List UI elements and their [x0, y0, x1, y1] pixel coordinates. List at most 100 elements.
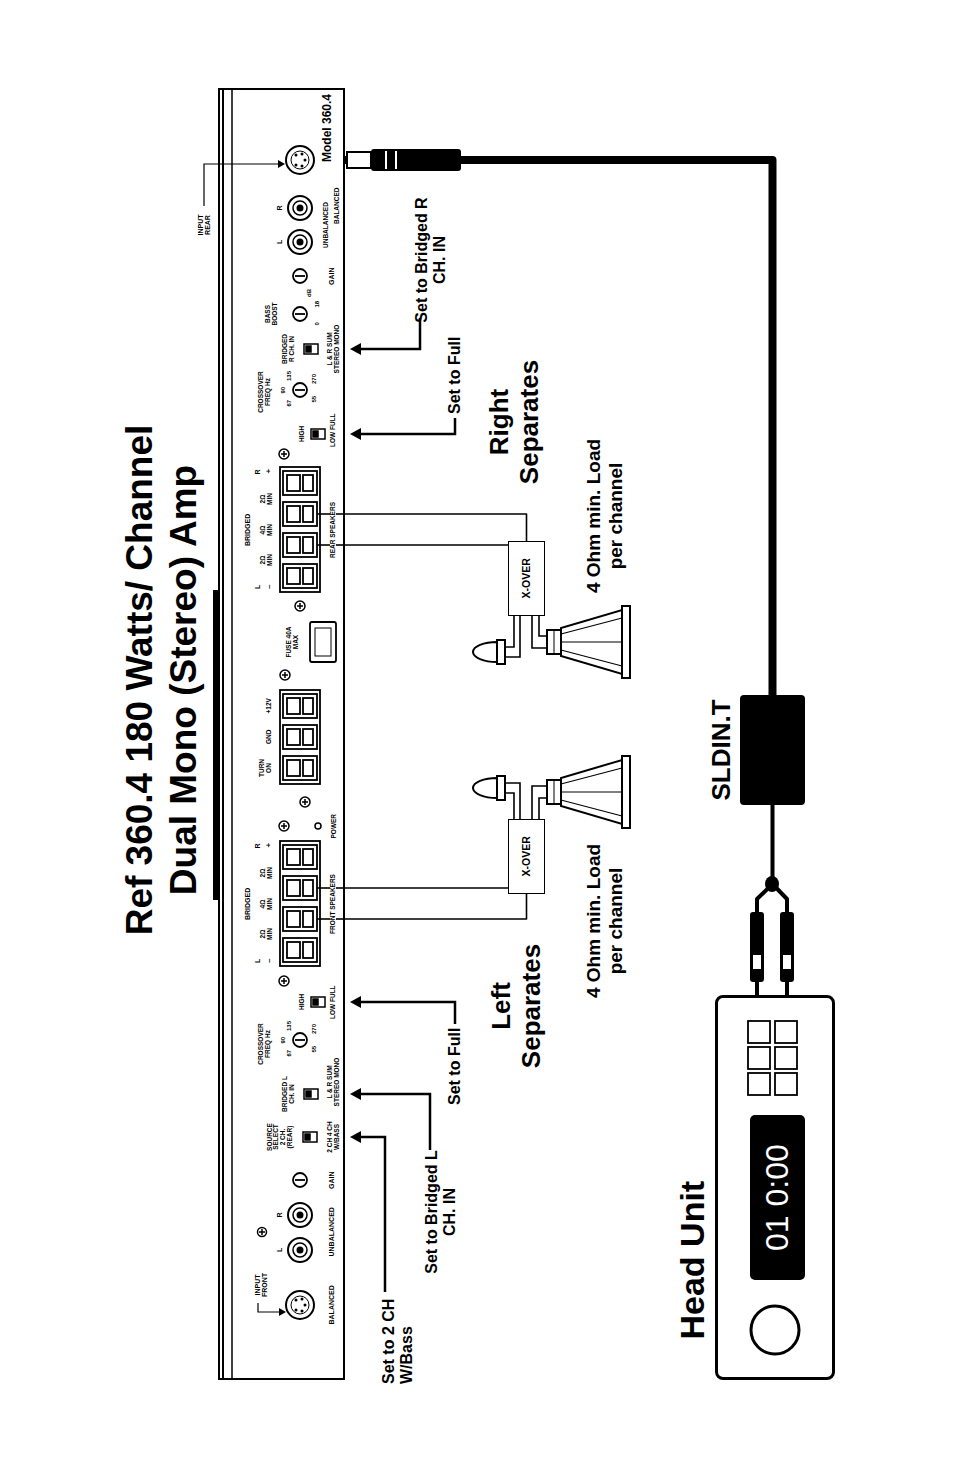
- panel-label: BRIDGED: [244, 888, 251, 920]
- panel-label: 2 CH 4 CH W/BASS: [327, 1117, 341, 1157]
- screw: [280, 670, 290, 680]
- speaker-wire: [345, 514, 527, 545]
- panel-label: 90: [280, 387, 286, 394]
- panel-label: –: [265, 585, 273, 589]
- panel-label: GAIN: [328, 1172, 335, 1190]
- panel-label: 55: [311, 396, 317, 403]
- panel-label: L: [276, 1248, 283, 1252]
- leader-arrow: [358, 318, 455, 1292]
- panel-label: POWER: [331, 814, 338, 839]
- potentiometer: [295, 275, 305, 277]
- panel-label: LOW FULL: [330, 413, 337, 447]
- woofer-symbol: [547, 780, 561, 804]
- panel-label: BASS BOOST: [265, 301, 279, 327]
- speaker-wire: [532, 786, 547, 819]
- speaker-terminal-block: [287, 568, 300, 584]
- rca-plug: [750, 912, 794, 995]
- panel-label: UNBALANCED: [323, 202, 330, 248]
- panel-label: R: [276, 1212, 283, 1217]
- screw: [282, 672, 288, 678]
- panel-label: R: [254, 843, 261, 848]
- rca-plug: [785, 981, 789, 995]
- speaker-terminal-block: [303, 880, 313, 896]
- din-pin: [301, 1310, 304, 1313]
- leader-arrow: [358, 418, 455, 434]
- head-unit: Head Unit01 0:00: [715, 995, 835, 1380]
- slide-switch: [311, 997, 325, 1007]
- woofer-symbol: [561, 768, 622, 816]
- speaker-wire: [532, 616, 547, 648]
- amplifier-housing: Model 360.4: [218, 88, 345, 1380]
- panel-label: CROSSOVER FREQ Hz: [258, 370, 272, 414]
- din-jack: [291, 151, 309, 169]
- cable-junction: [765, 876, 779, 892]
- housing-rail: [222, 88, 224, 1380]
- panel-label: 135: [286, 371, 292, 381]
- input-bracket: [258, 1303, 280, 1312]
- rca-plug: [755, 981, 759, 995]
- display-panel: 01 0:00: [750, 1115, 805, 1280]
- preset-button: [748, 1021, 797, 1095]
- speaker-terminal-block: [303, 942, 313, 958]
- preset-button: [748, 1073, 770, 1095]
- panel-label: BRIDGED R CH. IN: [282, 331, 296, 367]
- rca-jack: [298, 1213, 303, 1218]
- power-terminal-block: [287, 760, 300, 776]
- din-jack: [291, 1296, 309, 1314]
- rca-jack: [288, 1203, 312, 1227]
- leader-arrowhead: [350, 1131, 361, 1143]
- screw: [259, 1229, 265, 1235]
- screw: [300, 797, 310, 807]
- panel-label: +: [265, 843, 273, 848]
- screw: [302, 799, 308, 805]
- panel-label: 2Ω MIN: [260, 927, 274, 941]
- din-jack: [286, 1291, 314, 1319]
- leader-arrow: [358, 318, 420, 349]
- panel-label: INPUT FRONT: [254, 1268, 269, 1302]
- panel-label: HIGH: [299, 994, 306, 1010]
- speaker-terminal-block: [303, 475, 313, 491]
- rca-plug: [783, 955, 791, 969]
- speaker-terminal-block: [283, 533, 317, 557]
- screw: [279, 821, 289, 831]
- rca-plug: [753, 955, 761, 969]
- power-terminal-block: [303, 760, 313, 776]
- fuse-holder: [315, 628, 331, 656]
- housing-rail: [223, 88, 232, 1380]
- woofer-symbol: [561, 610, 622, 674]
- preset-button: [748, 1047, 770, 1069]
- screw: [281, 978, 287, 984]
- leader-arrow: [358, 1137, 385, 1292]
- potentiometer: [293, 1173, 307, 1187]
- crossover-box: X-OVER: [508, 819, 545, 894]
- speaker-terminal-block: [283, 876, 317, 900]
- slide-switch: [305, 1134, 310, 1140]
- panel-label: 67: [286, 400, 292, 407]
- screw: [297, 603, 303, 609]
- speaker-terminal-block: [287, 849, 300, 865]
- leader-arrowhead: [350, 343, 361, 1143]
- panel-label: BRIDGED L CH. IN: [282, 1076, 296, 1112]
- panel-label: FUSE 40A MAX: [286, 626, 300, 658]
- speaker-wire: [505, 783, 520, 819]
- speaker-wire: [539, 616, 547, 636]
- diagram-title: Ref 360.4 180 Watts/ Channel Dual Mono (…: [118, 410, 207, 950]
- panel-label: LOW FULL: [330, 985, 337, 1019]
- callout-text: Left Separates: [487, 939, 547, 1074]
- din-plug: [347, 152, 371, 168]
- panel-label: UNBALANCED: [328, 1207, 335, 1256]
- leader-arrow: [358, 1002, 455, 1024]
- input-arrowhead: [279, 1308, 286, 1316]
- screw: [281, 451, 287, 457]
- panel-label: TURN ON: [259, 757, 273, 779]
- woofer-symbol: [561, 618, 622, 666]
- din-pin: [295, 164, 298, 167]
- tweeter-symbol: [473, 640, 505, 800]
- speaker-wire-stub: [317, 514, 345, 919]
- screw: [281, 823, 287, 829]
- speaker-terminal-block: [287, 506, 300, 522]
- speaker-terminal-block: [280, 467, 320, 592]
- speaker-terminal-block: [287, 537, 300, 553]
- crossover-box: X-OVER: [508, 541, 545, 616]
- speaker-terminal-block: [280, 841, 320, 966]
